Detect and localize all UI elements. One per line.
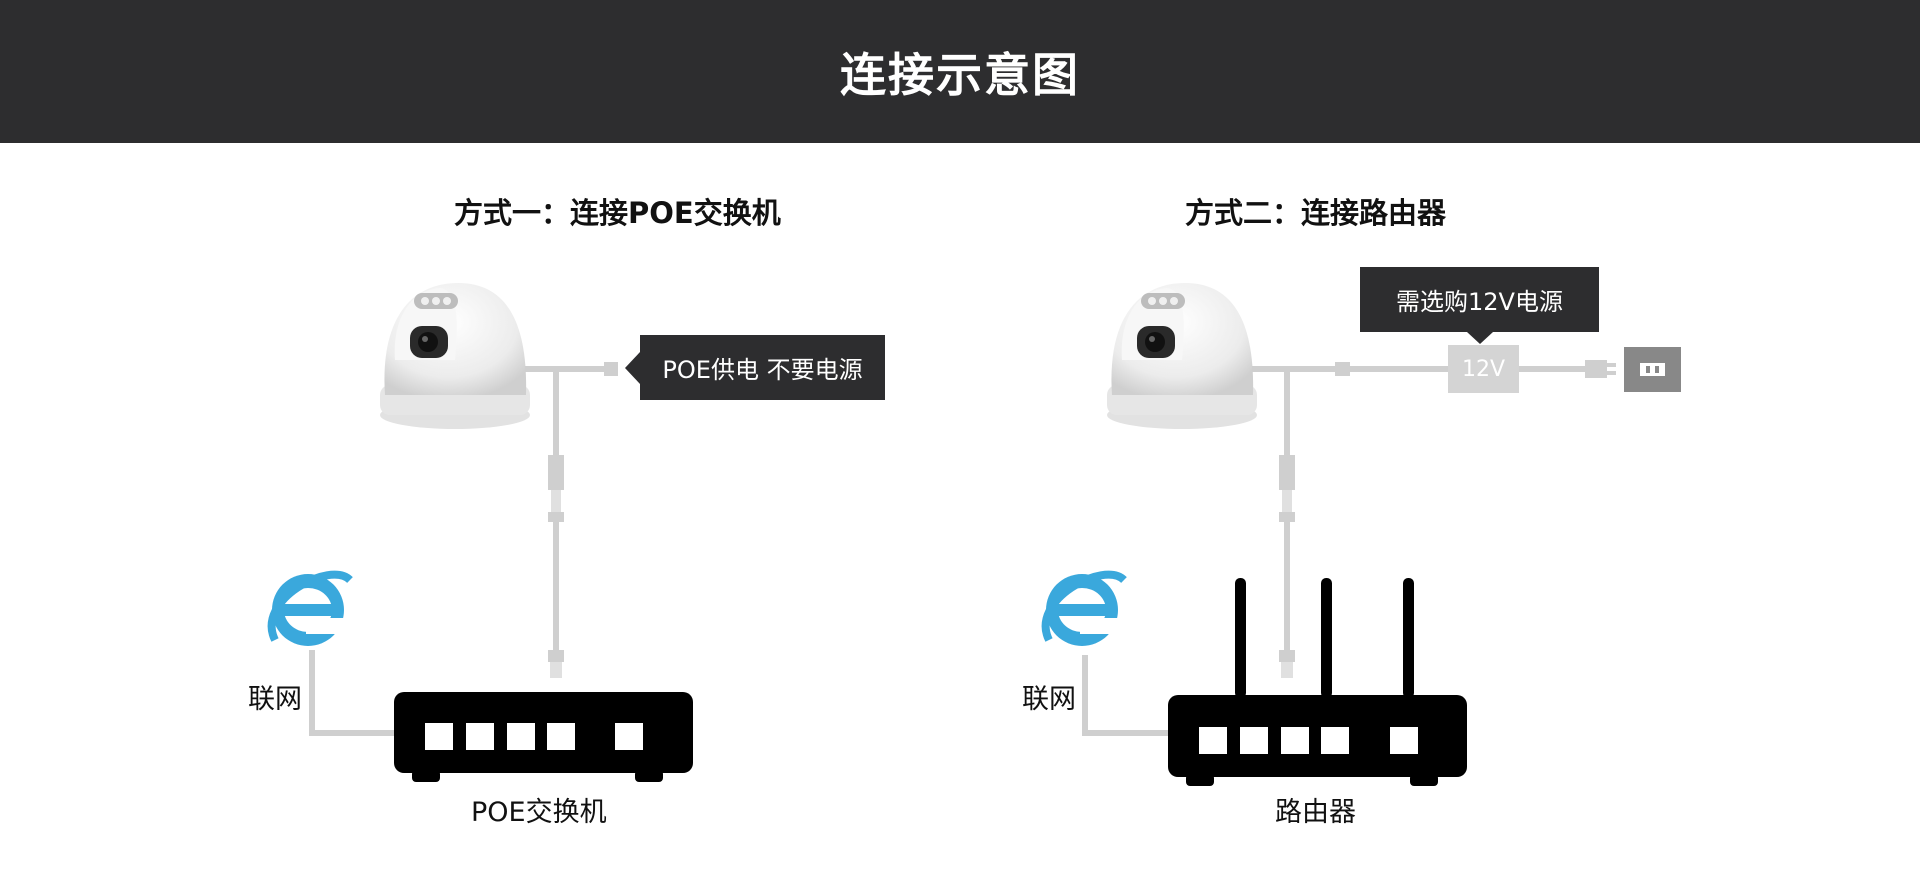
method2-title: 方式二：连接路由器 <box>1185 196 1447 230</box>
method1-cables <box>309 366 605 736</box>
header-bar: 连接示意图 <box>0 0 1920 143</box>
method2-connectors <box>1279 360 1616 678</box>
method1-poe-callout: POE供电 不要电源 <box>625 335 885 400</box>
method1-title: 方式一：连接POE交换机 <box>454 196 781 230</box>
method2-power-callout: 需选购12V电源 <box>1360 267 1599 344</box>
method2-camera <box>1107 283 1257 429</box>
method1-internet-label: 联网 <box>248 684 302 715</box>
internet-explorer-icon <box>267 570 353 646</box>
page-title: 连接示意图 <box>840 47 1080 102</box>
method2-internet-label: 联网 <box>1022 684 1076 715</box>
router-device <box>1168 578 1467 786</box>
power-adapter-12v: 12V <box>1448 345 1519 393</box>
method1-switch-label: POE交换机 <box>471 797 607 828</box>
power-outlet-icon <box>1624 347 1681 392</box>
poe-switch-device <box>394 692 693 782</box>
method2-cables <box>1082 366 1585 736</box>
method1-camera <box>380 283 530 429</box>
method2-router-label: 路由器 <box>1275 797 1356 828</box>
internet-explorer-icon-2 <box>1041 570 1127 646</box>
method1-connectors <box>548 362 618 678</box>
